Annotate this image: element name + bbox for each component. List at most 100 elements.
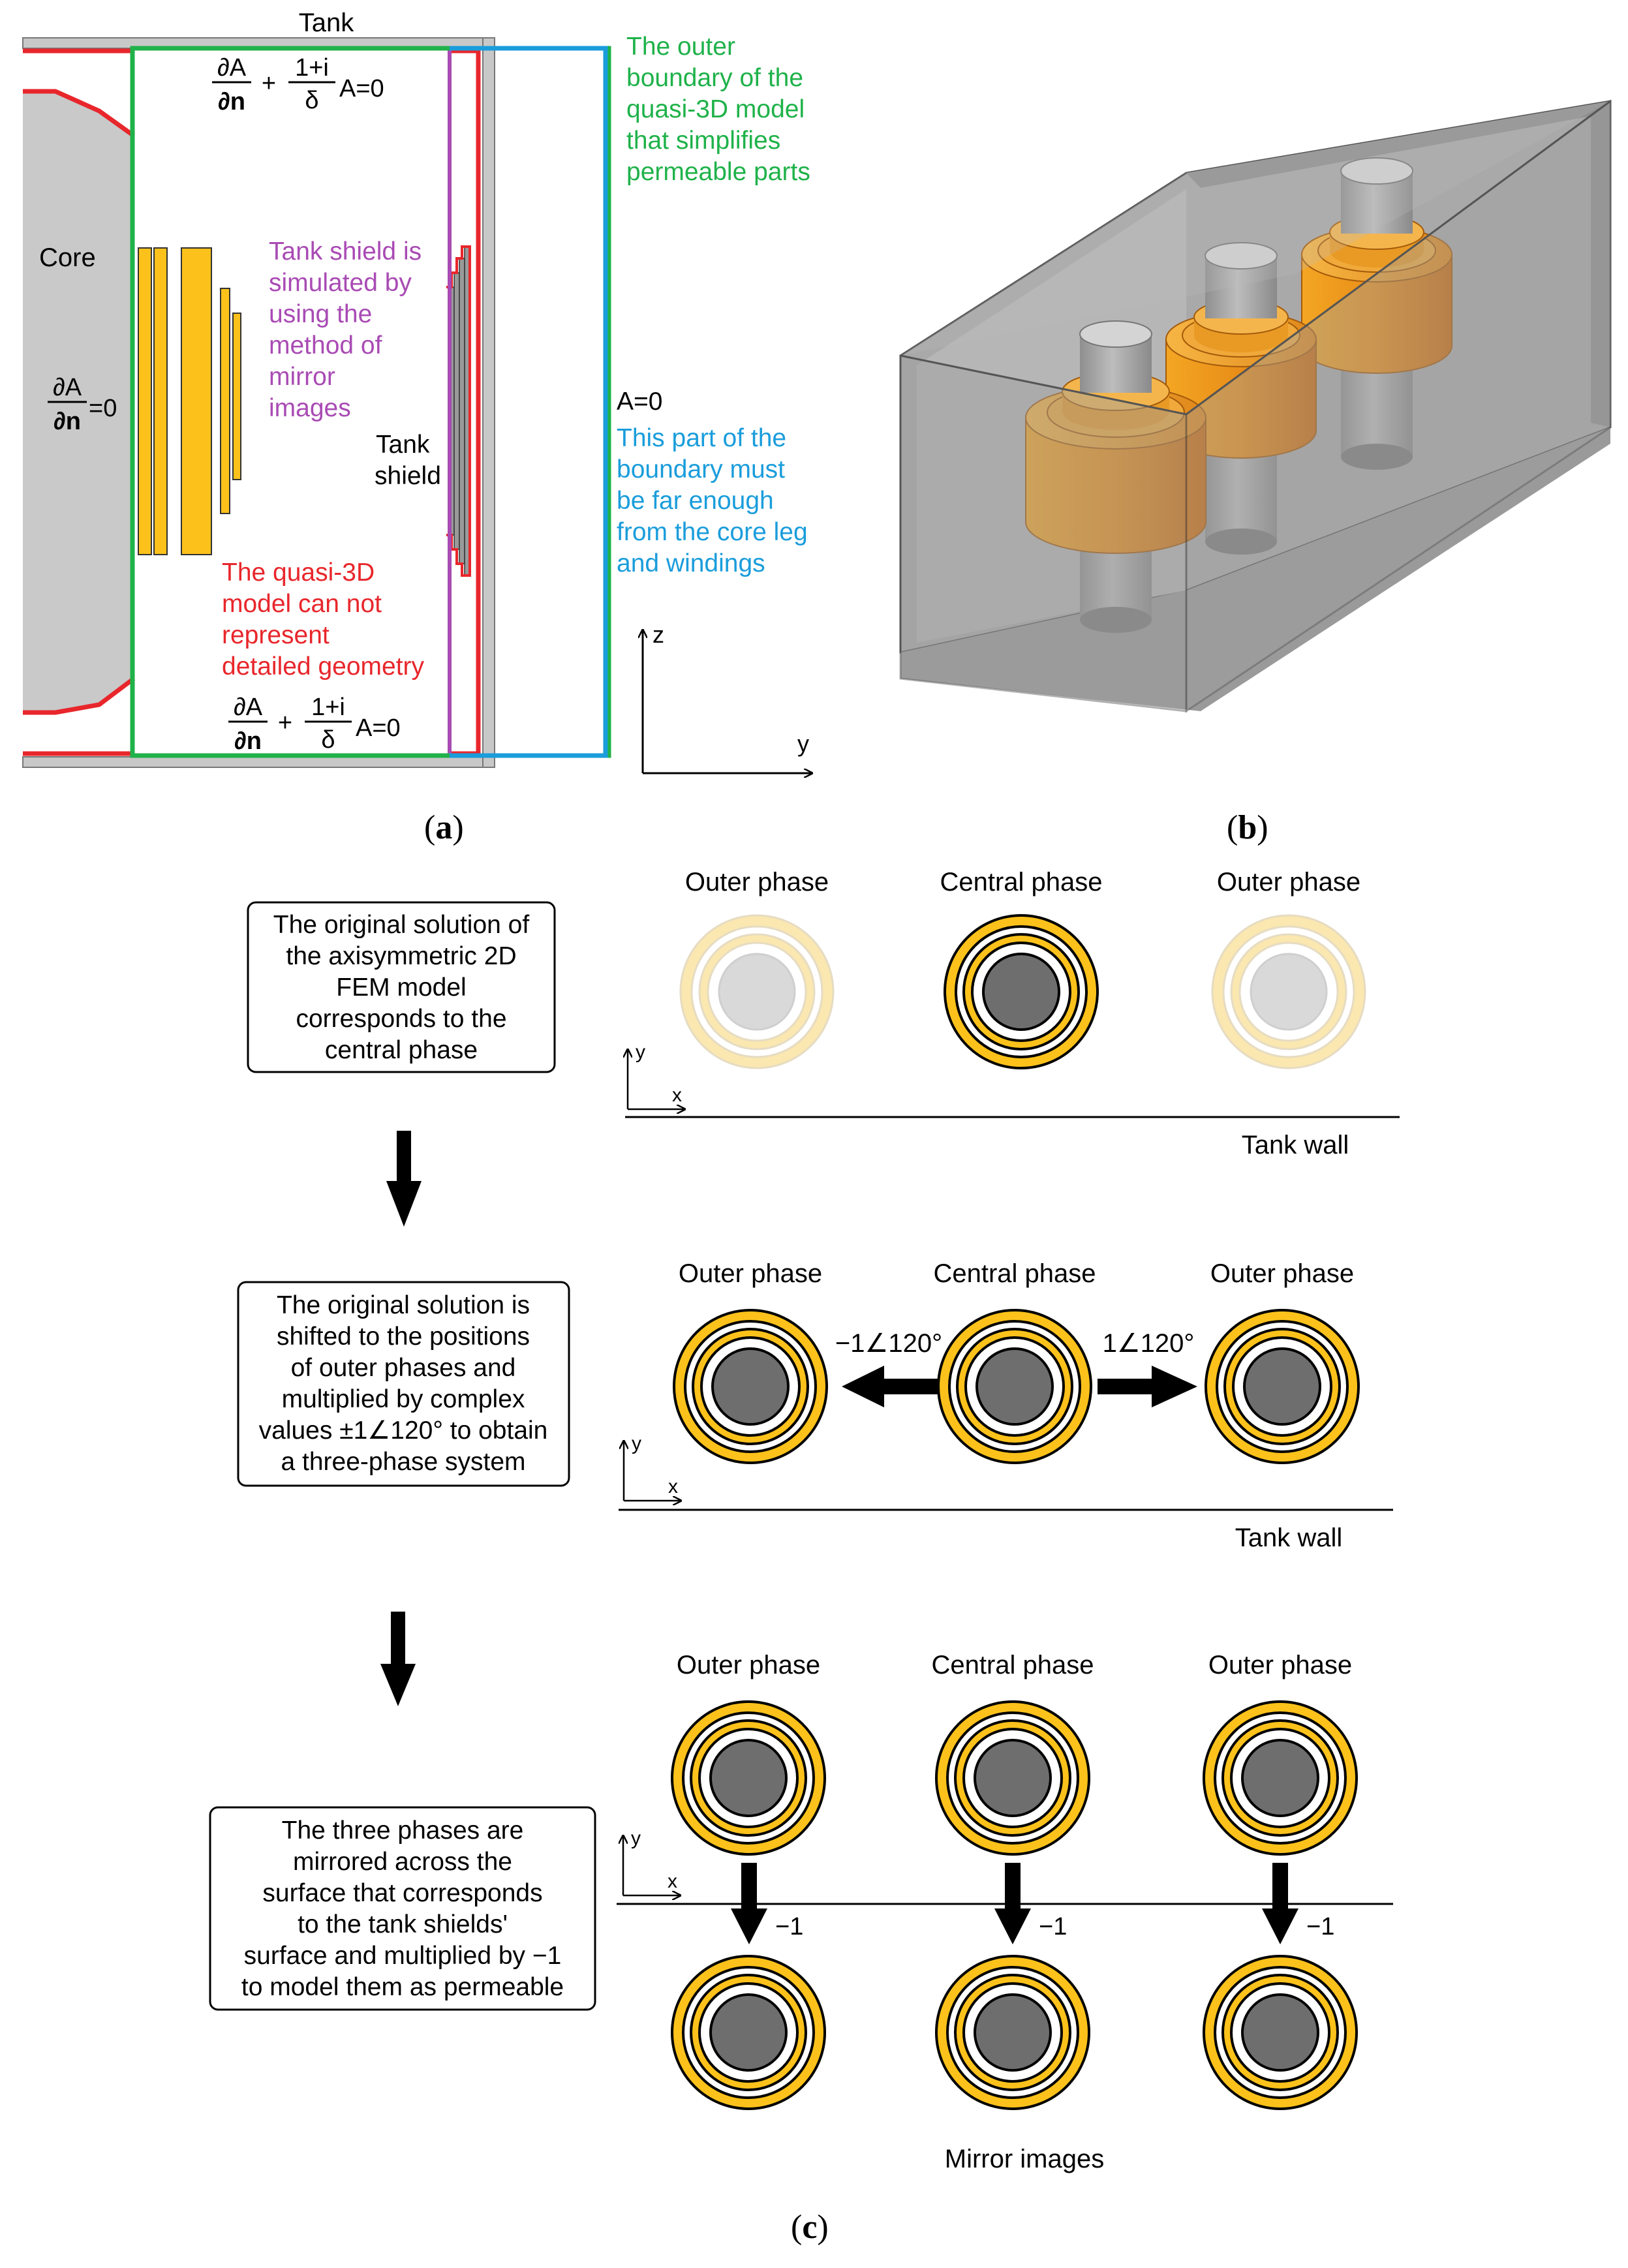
phase-faded-right [1211,914,1366,1069]
step3-axes: y x [623,1828,681,1895]
step3-phase-labels: Outer phase Central phase Outer phase [677,1651,1352,1679]
blue-note-line: This part of the [617,424,786,452]
red-note-line: detailed geometry [222,652,425,681]
step2-phase-left [673,1309,828,1464]
red-note-line: represent [222,621,330,649]
eq-top-num: 1+i [295,54,329,82]
down-arrow-2 [380,1612,416,1706]
purple-note-line: mirror [269,363,335,391]
blue-boundary [450,46,608,758]
shift-arrow-left [842,1366,938,1407]
red-note: The quasi-3D model can not represent det… [222,559,425,681]
green-note-line: boundary of the [626,64,803,92]
step2-phase-label: Outer phase [1210,1259,1354,1288]
winding-4 [220,288,230,514]
panel-b: (b) [899,99,1612,846]
tank-3d-front-left [899,354,1188,713]
core-label: Core [39,243,96,272]
mirror-image-center [935,1955,1090,2110]
eq-core-da: ∂A [53,374,82,401]
eq-bottom-dn: ∂n [234,728,262,755]
step3-phase-label: Outer phase [677,1651,820,1679]
step1-phase-labels: Outer phase Central phase Outer phase [685,868,1360,896]
blue-note-line: from the core leg [617,518,808,546]
step3-phase-label: Central phase [931,1651,1094,1679]
mirror-factor: −1 [775,1913,803,1940]
blue-note: This part of the boundary must be far en… [617,424,808,577]
panel-b-letter: b [1238,809,1257,846]
winding-1 [138,247,152,555]
step2-phase-center [937,1309,1092,1464]
step2-axes: y x [624,1433,681,1501]
mirror-factor: −1 [1039,1913,1067,1940]
eq-top-dn: ∂n [218,88,245,115]
step1-axes: y x [628,1041,685,1109]
step1-phase-label: Outer phase [1217,868,1360,896]
step2-text: The original solution is shifted to the … [259,1291,548,1476]
step2-text-line: a three-phase system [281,1448,525,1476]
tank-side-wall [482,37,495,768]
equation-top: ∂A ∂n + 1+i δ A=0 [212,54,384,115]
eq-top-den: δ [305,87,318,114]
factor-right: 1∠120° [1103,1329,1195,1358]
a-zero-label: A=0 [617,388,662,416]
panel-a-letter: a [435,809,452,846]
green-note-line: permeable parts [626,158,810,186]
equation-bottom: ∂A ∂n + 1+i δ A=0 [228,694,401,755]
tank-3d-floor-edge [900,427,1610,711]
mirror-factors: −1 −1 −1 [775,1913,1334,1940]
mirror-arrow-left [731,1863,767,1944]
step3-text-line: mirrored across the [293,1848,512,1876]
eq-top-da: ∂A [217,54,247,82]
phase-3d-middle [1165,242,1317,555]
green-note: The outer boundary of the quasi-3D model… [626,33,810,186]
step2-text-line: multiplied by complex [282,1385,525,1413]
step1-text: The original solution of the axisymmetri… [273,911,530,1064]
eq-bottom-da: ∂A [234,694,263,721]
step3-text-line: The three phases are [282,1816,524,1845]
axis-z-label: z [653,621,664,648]
phase-3d-back [1301,157,1452,470]
eq-bottom-plus: + [278,709,292,737]
eq-top-plus: + [262,70,276,97]
shift-arrow-right [1098,1366,1197,1407]
step3-textbox [209,1806,596,2011]
step1-axis-y: y [636,1041,645,1063]
step2-phase-labels: Outer phase Central phase Outer phase [679,1259,1354,1288]
tank-bottom-wall [22,756,493,768]
step3-phase-top-center [935,1700,1090,1856]
step2-text-line: of outer phases and [291,1354,516,1382]
equation-core: ∂A ∂n =0 [48,374,117,435]
step1-text-line: corresponds to the [296,1005,506,1033]
green-note-line: that simplifies [626,127,780,155]
purple-note-line: method of [269,331,382,360]
eq-bottom-num: 1+i [311,694,345,721]
phase-faded-left [679,914,835,1069]
mirror-factor: −1 [1306,1913,1334,1940]
tank-3d-lid [900,101,1610,356]
step1-text-line: central phase [325,1036,478,1064]
step1-phase-label: Central phase [940,868,1102,896]
purple-note-line: using the [269,300,372,328]
panel-c-label: (c) [791,2209,829,2246]
blue-note-line: and windings [617,549,765,577]
mirror-arrow-center [994,1863,1031,1944]
mirror-image-right [1203,1955,1358,2110]
core-outline-bottom [23,677,136,715]
purple-note-line: simulated by [269,269,412,297]
step1-phase-label: Outer phase [685,868,829,896]
eq-bottom-tail: A=0 [356,714,401,742]
factor-left: −1∠120° [835,1329,942,1358]
green-boundary [130,46,611,758]
step3-text-line: to the tank shields' [298,1910,508,1939]
winding-2 [153,247,168,555]
step2-axis-x: x [668,1476,678,1497]
tank-shield-line: shield [375,462,441,490]
mirror-images-label: Mirror images [945,2145,1104,2173]
eq-bottom-den: δ [321,726,335,754]
panel-c-letter: c [802,2209,817,2246]
step3-axis-y: y [631,1828,641,1849]
panel-a: Tank Core ∂A ∂n + 1+i δ A=0 ∂A ∂n + 1+i … [22,8,812,846]
axes-zy: z y [643,621,812,773]
